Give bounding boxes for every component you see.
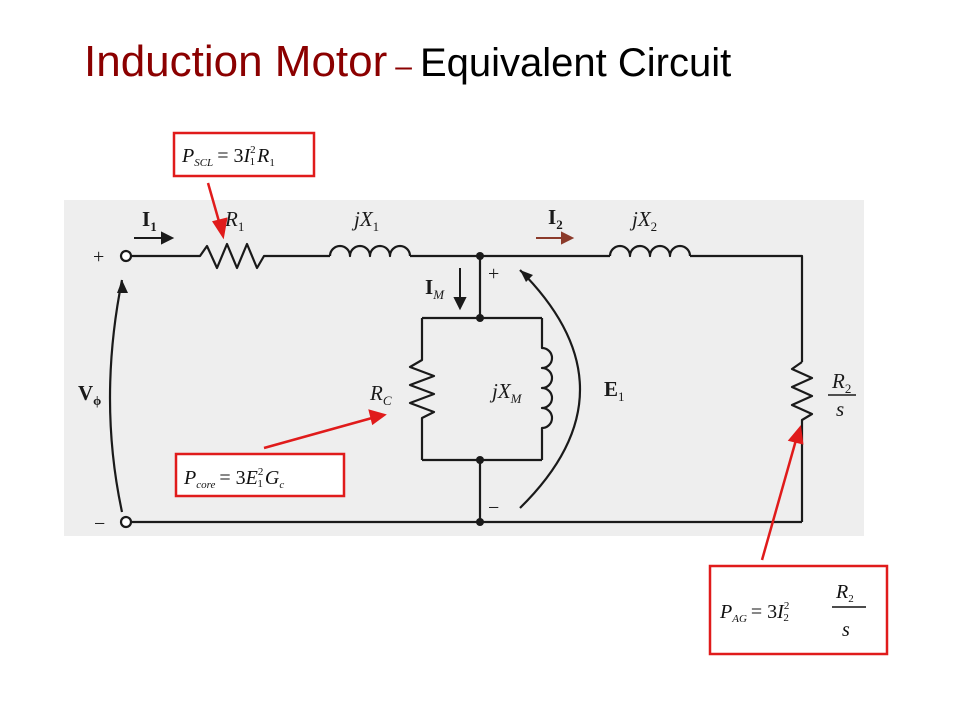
title-main: Induction Motor [84, 37, 388, 86]
pag-formula-box [708, 564, 889, 656]
e1-minus-sign: − [488, 497, 499, 519]
pcore-formula-box [174, 452, 346, 498]
pscl-formula-box [172, 131, 316, 178]
v-phi-label: Vϕ [78, 381, 101, 408]
pscl-pointer-head [212, 217, 228, 240]
pag-numerator: R2 [835, 581, 854, 605]
jx2-inductor [608, 244, 692, 258]
jx2-label: jX2 [629, 207, 657, 234]
e1-voltage-arc [519, 269, 582, 509]
rc-resistor [408, 318, 436, 460]
e1-arrowhead [520, 270, 533, 282]
title-dash: – [395, 50, 412, 83]
v-phi-arc [108, 279, 124, 513]
r1-resistor [131, 242, 330, 270]
junction-shunt-top [476, 314, 484, 322]
i2-arrowhead [561, 231, 575, 245]
i2-label: I2 [548, 205, 563, 232]
pscl-pointer-line [206, 182, 222, 226]
pag-pointer-head [787, 425, 804, 445]
junction-shunt-bottom [476, 456, 484, 464]
im-label: IM [425, 275, 445, 302]
input-minus-sign: − [94, 513, 105, 535]
i1-label: I1 [142, 207, 157, 234]
e1-label: E1 [604, 377, 625, 404]
pag-denominator: s [842, 619, 850, 641]
r2-denominator: s [836, 397, 844, 421]
rc-label: RC [369, 381, 392, 408]
top-wire-right [690, 254, 804, 362]
r2-numerator: R2 [831, 369, 851, 396]
jx1-label: jX1 [351, 207, 379, 234]
im-arrowhead [453, 297, 467, 311]
jx1-inductor [328, 244, 412, 258]
input-plus-sign: + [93, 246, 104, 268]
e1-plus-sign: + [488, 263, 499, 285]
pcore-pointer-line [263, 416, 373, 450]
jxm-inductor [540, 318, 554, 460]
r2-resistor [790, 361, 814, 522]
pag-pointer-line [760, 439, 798, 561]
i1-arrowhead [161, 231, 175, 245]
jxm-label: jXM [489, 379, 523, 406]
minus-terminal [119, 515, 133, 529]
slide-title: Induction Motor–Equivalent Circuit [84, 37, 732, 86]
plus-terminal [119, 249, 133, 263]
pcore-pointer-head [368, 409, 387, 426]
title-sub: Equivalent Circuit [419, 41, 732, 85]
junction-top [476, 252, 484, 260]
r1-label: R1 [224, 207, 244, 234]
v-phi-arrowhead [117, 280, 128, 293]
junction-bottom [476, 518, 484, 526]
